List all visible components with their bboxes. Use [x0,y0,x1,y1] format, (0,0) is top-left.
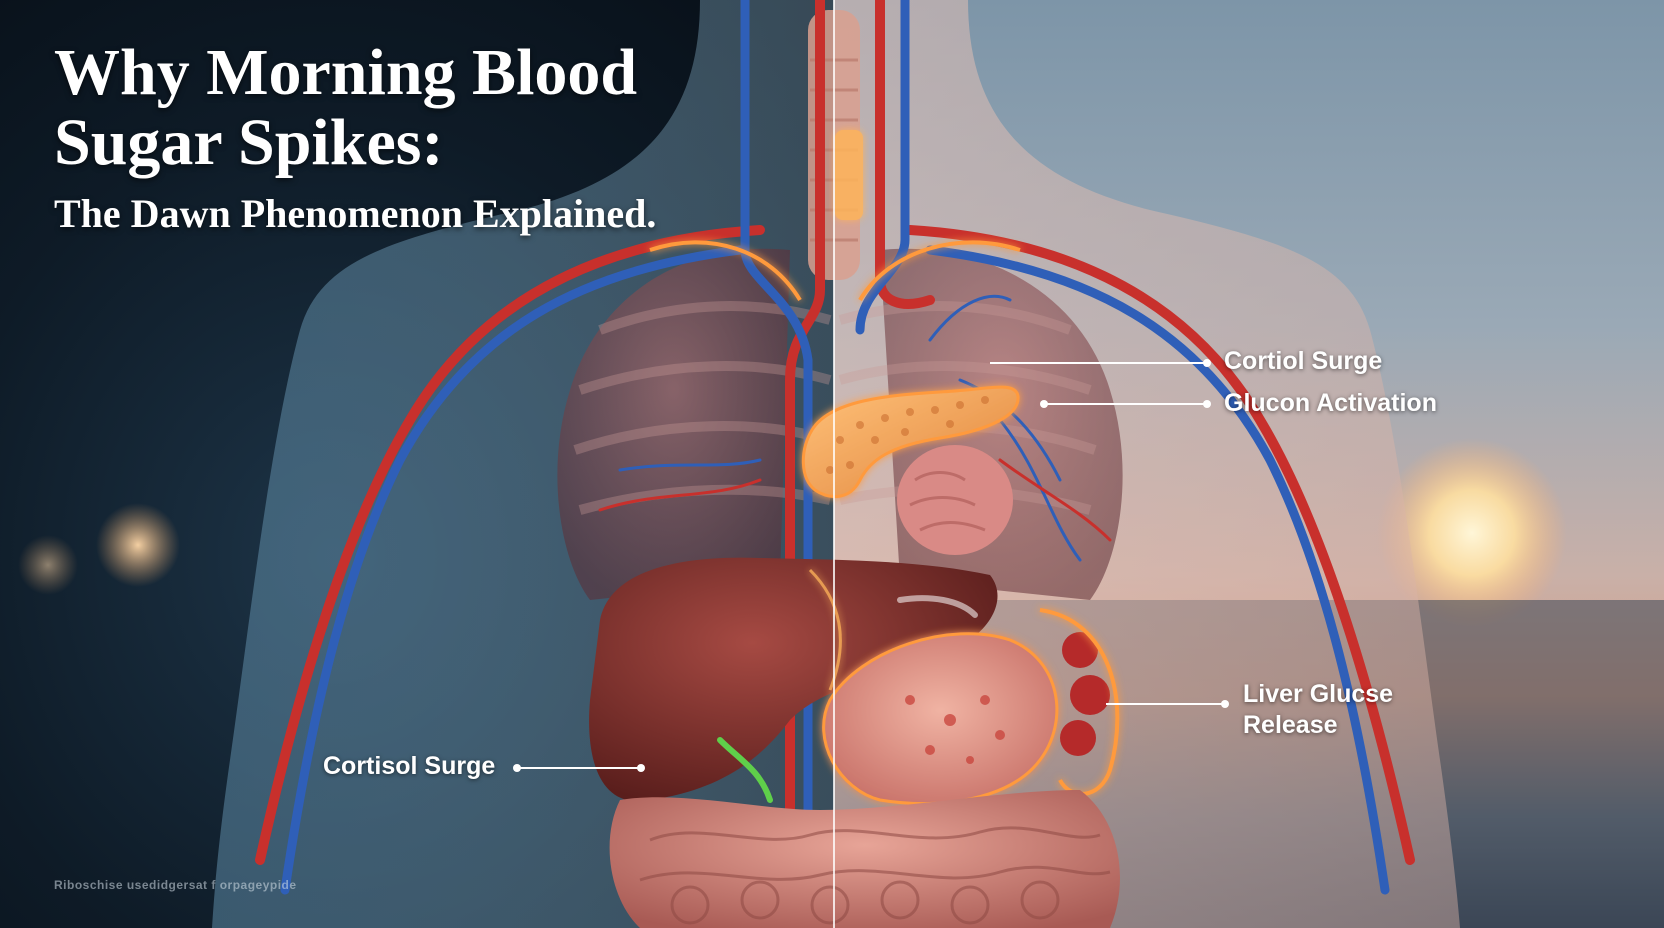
intestine-loops [639,826,1111,925]
leader-cortiol-surge [990,359,1211,367]
trachea-glow [835,130,863,220]
liver-edge-glow [808,568,842,691]
stomach-dots [905,695,1005,764]
lung-left [557,248,790,601]
sun [1377,438,1567,628]
gallbladder-duct [717,737,773,803]
pancreas [801,385,1020,499]
veins [280,0,1390,928]
leader-cortisol-surge [513,764,645,772]
glucose-nodules [1060,632,1110,756]
leader-glucon-activation [1040,400,1211,408]
label-glucon-activation: Glucon Activation [1224,389,1437,417]
bokeh-light-large [96,503,180,587]
label-liver-glucose-release: Liver Glucse Release [1243,680,1394,739]
label-cortiol-surge: Cortiol Surge [1224,347,1383,375]
liver-highlight [897,595,978,618]
leader-liver-glucose-release [1106,700,1229,708]
stomach [822,632,1059,806]
label-cortisol-surge: Cortisol Surge [323,752,496,780]
pancreas-texture [826,396,989,474]
liver [589,557,998,802]
watermark-text: Riboschise usedidgersat f orpageypide [54,878,297,892]
heart-glow-left [649,240,802,302]
title-block: Why Morning Blood Sugar Spikes: The Dawn… [54,38,754,238]
heart-glow-right [858,240,1021,302]
page-title: Why Morning Blood Sugar Spikes: [54,36,638,179]
page-subtitle: The Dawn Phenomenon Explained. [54,191,657,236]
spleen-folds [909,471,986,532]
bokeh-light-small [18,535,78,595]
intestines [609,790,1120,928]
